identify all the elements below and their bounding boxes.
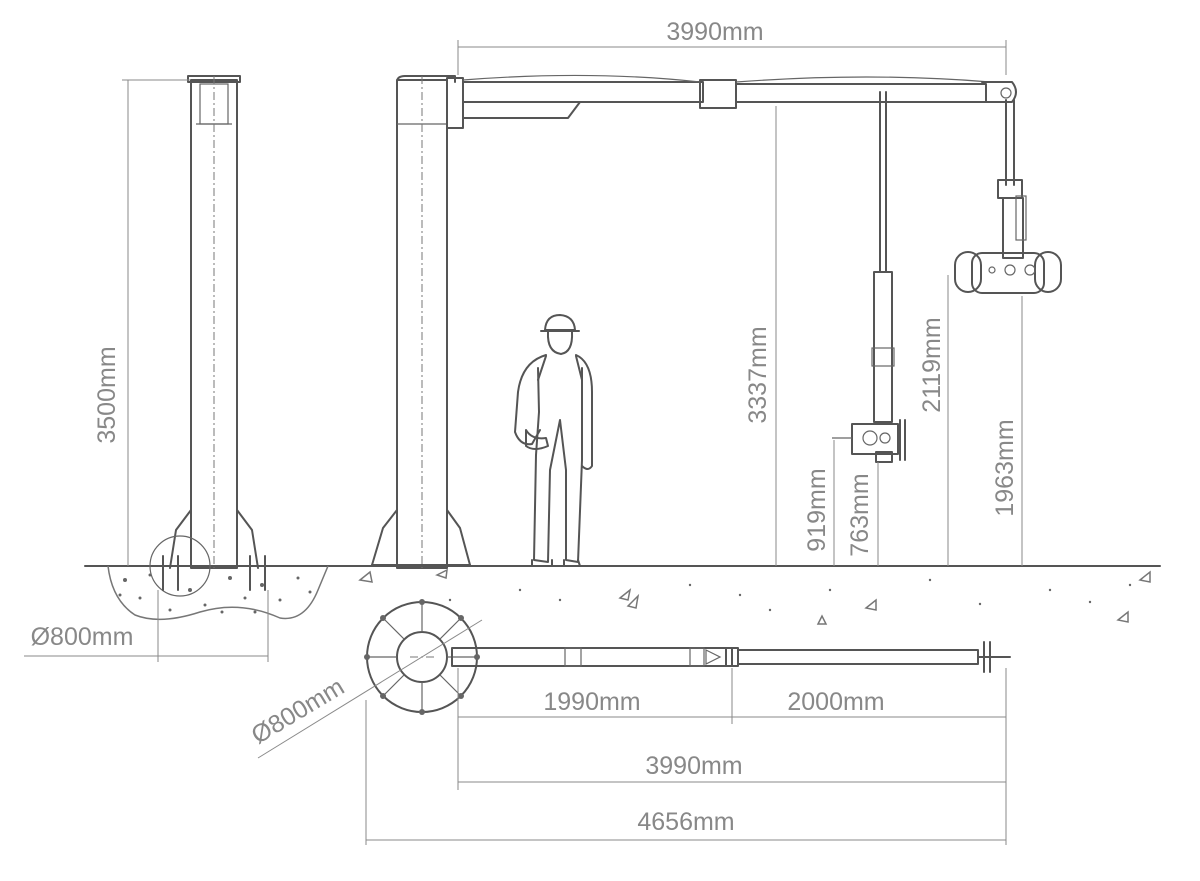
dim-foundation-side: Ø800mm (31, 623, 134, 651)
boom-arm-inner (462, 81, 704, 103)
soil-triangles (358, 568, 1151, 625)
foundation-outline (107, 565, 329, 621)
main-column (371, 75, 471, 569)
boom-end (981, 81, 1017, 103)
side-anchor-circle (149, 535, 211, 597)
dimension-lines (24, 40, 1023, 845)
plan-boom-outer (737, 649, 979, 665)
plan-view (364, 599, 1011, 715)
boom-hose-2 (735, 76, 991, 83)
jib-boom (446, 74, 1017, 129)
dim-gripper-2119: 2119mm (918, 317, 946, 412)
side-column (149, 75, 266, 597)
vacuum-gripper-icon (954, 99, 1062, 294)
side-column-gussets (169, 509, 259, 569)
dim-plan-2000: 2000mm (787, 688, 884, 716)
worker-figure-icon (514, 314, 593, 567)
suction-tool-icon (832, 91, 906, 463)
boom-joint (699, 79, 737, 109)
plan-boom-inner (451, 647, 733, 667)
dimension-labels: 3990mm 3500mm 3337mm 919mm 763mm 2119mm … (31, 18, 1019, 836)
boom-slew-bearing (446, 77, 464, 129)
main-column-gussets (371, 509, 471, 566)
dim-column-height: 3500mm (93, 346, 121, 443)
dim-tool-763: 763mm (846, 473, 874, 556)
dim-gripper-1963: 1963mm (991, 419, 1019, 516)
boom-hose-1 (462, 74, 701, 83)
dim-plan-3990: 3990mm (645, 752, 742, 780)
boom-arm-outer (735, 83, 987, 103)
dim-boom-underside-height: 3337mm (744, 326, 772, 423)
dim-top-boom-length: 3990mm (666, 18, 763, 46)
dim-tool-919: 919mm (803, 468, 831, 551)
ground (84, 565, 1161, 625)
boom-bracket (462, 101, 581, 119)
dim-plan-1990: 1990mm (543, 688, 640, 716)
dim-plan-4656: 4656mm (637, 808, 734, 836)
anchor-bolt-icon (162, 555, 266, 591)
